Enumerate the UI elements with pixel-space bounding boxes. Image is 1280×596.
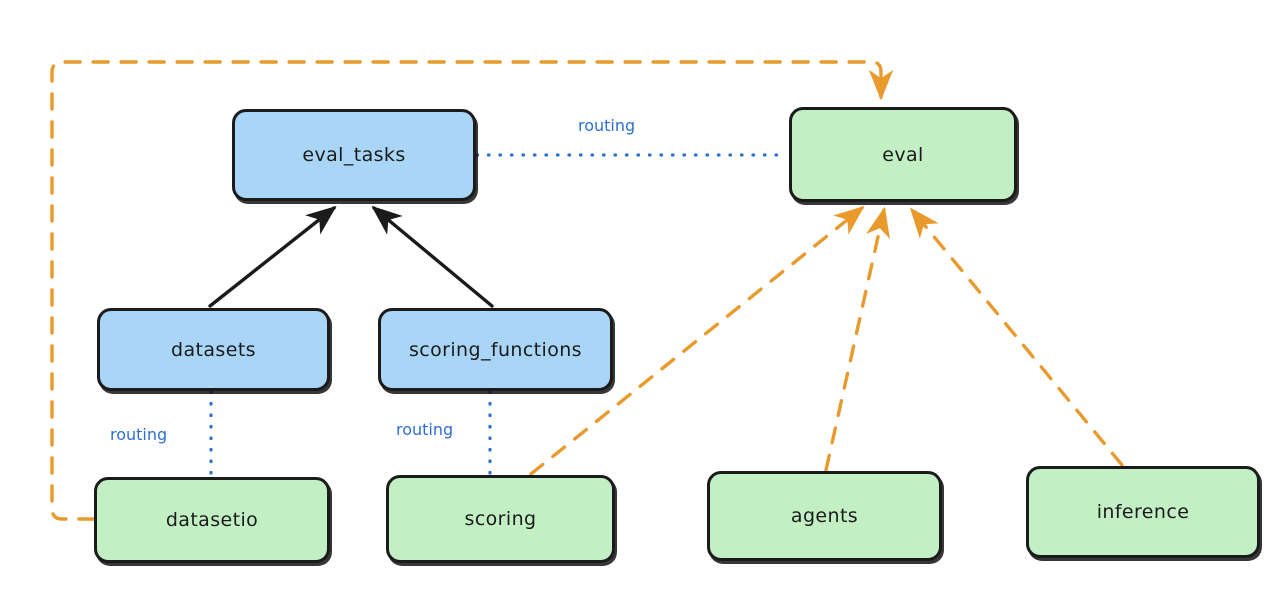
node-eval-tasks[interactable]: eval_tasks — [232, 109, 476, 201]
node-inference[interactable]: inference — [1026, 466, 1260, 558]
node-eval-label: eval — [882, 143, 924, 166]
node-scoring-label: scoring — [464, 508, 537, 530]
edge-agents-to-eval — [824, 206, 891, 472]
edge-label-routing-datasetio: routing — [110, 425, 168, 444]
edge-scoring_functions-to-eval_tasks — [371, 205, 494, 308]
edge-inference-to-eval — [909, 207, 1124, 467]
node-scoring[interactable]: scoring — [386, 475, 615, 563]
node-scoring-functions-label: scoring_functions — [409, 338, 582, 361]
node-inference-label: inference — [1096, 501, 1190, 523]
edge-datasets-to-eval_tasks — [208, 205, 337, 308]
edge-label-routing-eval: routing — [578, 116, 636, 135]
node-agents[interactable]: agents — [707, 471, 942, 561]
node-eval-tasks-label: eval_tasks — [302, 144, 406, 166]
node-scoring-functions[interactable]: scoring_functions — [378, 308, 613, 391]
node-datasets[interactable]: datasets — [97, 308, 330, 391]
node-datasetio[interactable]: datasetio — [94, 477, 330, 563]
edge-label-routing-scoring: routing — [396, 420, 454, 439]
node-datasets-label: datasets — [171, 338, 256, 361]
node-datasetio-label: datasetio — [165, 509, 259, 531]
node-agents-label: agents — [790, 505, 859, 527]
node-eval[interactable]: eval — [789, 107, 1017, 202]
